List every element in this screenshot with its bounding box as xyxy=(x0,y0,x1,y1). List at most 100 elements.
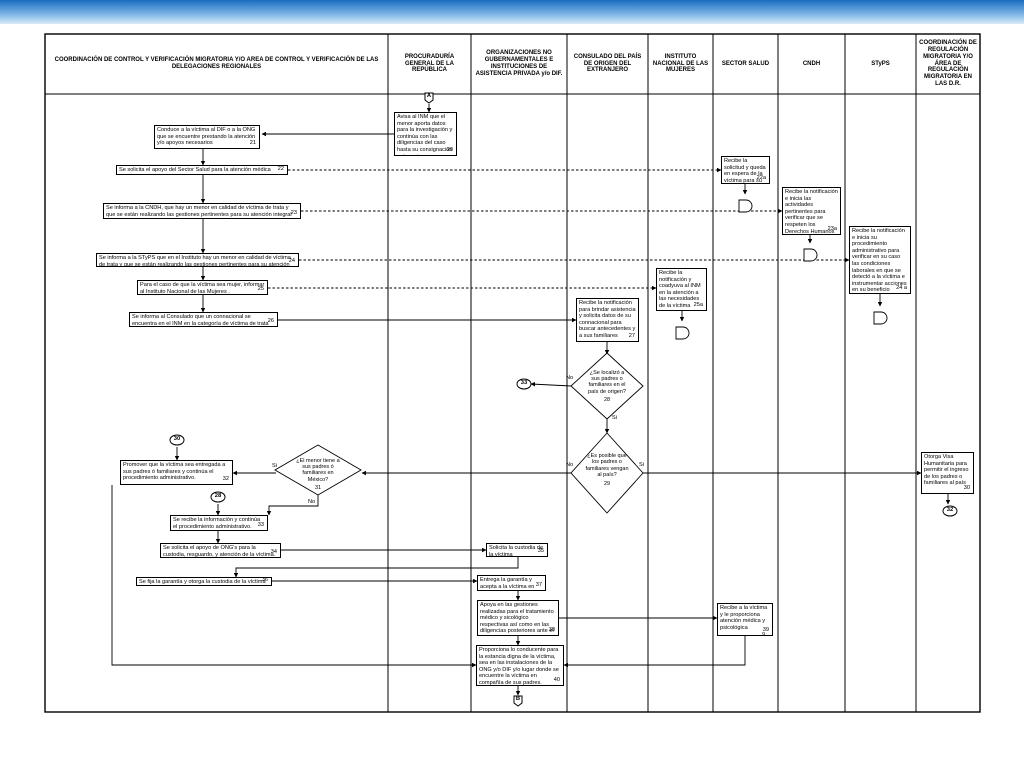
step-number: 38 xyxy=(548,627,555,634)
decision-no-label: No xyxy=(308,499,316,505)
decision-d31 xyxy=(274,444,362,496)
step-s36: Se fija la garantía y otorga la custodia… xyxy=(136,577,272,586)
step-text: Recibe la notificación para brindar asis… xyxy=(579,300,636,339)
connector-label-B: B xyxy=(515,696,521,702)
step-number: 25a xyxy=(693,302,703,309)
flow-arrow xyxy=(563,636,746,668)
end-terminator xyxy=(675,326,690,340)
step-text: Se informa a la STyPS que en el Institut… xyxy=(99,255,291,267)
flow-arrow xyxy=(111,485,477,668)
step-number: 22a xyxy=(756,175,766,182)
decision-text: ¿El menor tiene a sus padres ó familiare… xyxy=(296,458,340,492)
connector-label-c30: 30 xyxy=(173,436,181,442)
end-terminator xyxy=(738,199,753,213)
step-s23: Se informa a la CNDH, que hay un menor e… xyxy=(103,203,301,219)
decision-yes-label: Si xyxy=(639,462,644,468)
lane-header-ong: ORGANIZACIONES NO GUBERNAMENTALES E INST… xyxy=(475,50,563,77)
step-text: Conduce a la víctima al DIF o a la ONG q… xyxy=(157,127,256,147)
step-number: 34 xyxy=(270,549,277,556)
step-text: Promover que la víctima sea entregada a … xyxy=(123,462,226,482)
lane-header-consulado: CONSULADO DEL PAÍS DE ORIGEN DEL EXTRANJ… xyxy=(573,53,642,74)
step-number: 30 xyxy=(963,485,970,492)
step-s40: Proporciona lo conducente para la estanc… xyxy=(476,645,564,686)
end-terminator xyxy=(873,311,888,325)
step-s24a: Recibe la notificación e inicia su proce… xyxy=(849,226,911,294)
step-text: Se solicita el apoyo de ONG's para la cu… xyxy=(163,545,276,558)
step-number: 21 xyxy=(249,140,256,147)
step-s22: Se solicita el apoyo del Sector Salud pa… xyxy=(116,165,288,175)
step-number: 24 a xyxy=(896,285,907,292)
step-text: Se solicita el apoyo del Sector Salud pa… xyxy=(119,167,271,173)
lane-header-coordreg: COORDINACIÓN DE REGULACIÓN MIGRATORIA Y/… xyxy=(919,39,977,88)
step-s38: Apoya en las gestiones realizadas para e… xyxy=(477,600,559,636)
decision-yes-label: Si xyxy=(612,415,617,421)
step-s24: Se informa a la STyPS que en el Institut… xyxy=(96,253,299,267)
step-text: Avisa al INM que el menor aporta datos p… xyxy=(397,114,453,155)
step-text: Se informa a la CNDH, que hay un menor e… xyxy=(106,205,292,218)
decision-yes-label: Si xyxy=(272,463,277,469)
step-s30: Otorga Visa Humanitaria para permitir el… xyxy=(921,452,974,494)
lane-header-styps: STyPS xyxy=(871,60,890,67)
step-s37: Entrega la garantía y acepta a la víctim… xyxy=(477,575,546,591)
step-number: 35 xyxy=(537,548,544,555)
decision-number: 31 xyxy=(314,485,322,492)
step-s23a: Recibe la notificación e inicia las acti… xyxy=(782,187,841,235)
decision-no-label: No xyxy=(566,462,574,468)
step-text: Para el caso de que la víctima sea mujer… xyxy=(140,282,265,295)
step-text: Entrega la garantía y acepta a la víctim… xyxy=(480,577,535,590)
step-number: 23 xyxy=(290,210,297,217)
lane-header-pgr: PROCURADURÍA GENERAL DE LA REPÚBLICA xyxy=(404,53,455,74)
step-text: Apoya en las gestiones realizadas para e… xyxy=(480,602,554,635)
lane-header-inm: INSTITUTO NACIONAL DE LAS MUJERES xyxy=(652,53,709,74)
decision-d28 xyxy=(570,352,644,420)
connector-c30 xyxy=(169,434,185,446)
step-s39: Recibe a la víctima y le proporciona ate… xyxy=(717,603,773,636)
end-terminator xyxy=(803,248,818,262)
step-text: Otorga Visa Humanitaria para permitir el… xyxy=(924,454,969,487)
decision-question: ¿El menor tiene a sus padres ó familiare… xyxy=(296,457,340,483)
connector-A xyxy=(424,92,434,104)
decision-no-label: No xyxy=(566,375,574,381)
step-s22a: Recibe la solicitud y queda en espera de… xyxy=(721,156,770,184)
step-s26: Se informa al Consulado que un connacion… xyxy=(129,312,278,327)
connector-B xyxy=(513,695,523,707)
step-s20: Avisa al INM que el menor aporta datos p… xyxy=(394,112,457,156)
step-s25a: Recibe la notificación y coadyuva al INM… xyxy=(656,268,707,311)
step-number: 25 xyxy=(257,286,264,293)
lane-header-salud: SECTOR SALUD xyxy=(721,60,770,67)
step-number: 37 xyxy=(535,582,542,589)
step-number: 20 xyxy=(446,147,453,154)
decision-number: 29 xyxy=(603,480,611,487)
step-number: 22 xyxy=(277,166,284,173)
header-bar xyxy=(0,0,1024,24)
step-s25: Para el caso de que la víctima sea mujer… xyxy=(137,280,268,295)
step-text: Solicita la custodia de la víctima xyxy=(489,545,544,557)
step-text: Recibe la notificación y coadyuva al INM… xyxy=(659,270,701,309)
connector-c32 xyxy=(942,505,958,517)
step-text: Recibe la notificación e inicia su proce… xyxy=(852,228,907,294)
decision-number: 28 xyxy=(603,397,611,404)
flow-arrow xyxy=(266,495,319,516)
connector-label-c33: 33 xyxy=(520,380,528,386)
decision-text: ¿Es posible que los padres o familiares … xyxy=(585,453,629,487)
step-number: 24 xyxy=(288,258,295,265)
step-text: Se fija la garantía y otorga la custodia… xyxy=(139,579,266,585)
step-s33: Se recibe la información y continúa el p… xyxy=(170,515,268,531)
step-number: 33 xyxy=(257,522,264,529)
decision-text: ¿Se localizó a sus padres o familiares e… xyxy=(585,370,629,404)
step-number: 36 xyxy=(261,577,268,584)
step-s27: Recibe la notificación para brindar asis… xyxy=(576,298,639,342)
connector-c28 xyxy=(210,491,226,503)
step-number: 32 xyxy=(222,476,229,483)
decision-question: ¿Es posible que los padres o familiares … xyxy=(585,453,629,479)
lane-header-coord: COORDINACIÓN DE CONTROL Y VERIFICACIÓN M… xyxy=(54,57,379,70)
step-text: Recibe a la víctima y le proporciona ate… xyxy=(720,605,768,631)
step-s32: Promover que la víctima sea entregada a … xyxy=(120,460,233,485)
step-text: Proporciona lo conducente para la estanc… xyxy=(479,647,559,686)
lane-header-cndh: CNDH xyxy=(802,60,821,67)
step-s34: Se solicita el apoyo de ONG's para la cu… xyxy=(160,543,281,558)
step-number: 23a xyxy=(827,226,837,233)
